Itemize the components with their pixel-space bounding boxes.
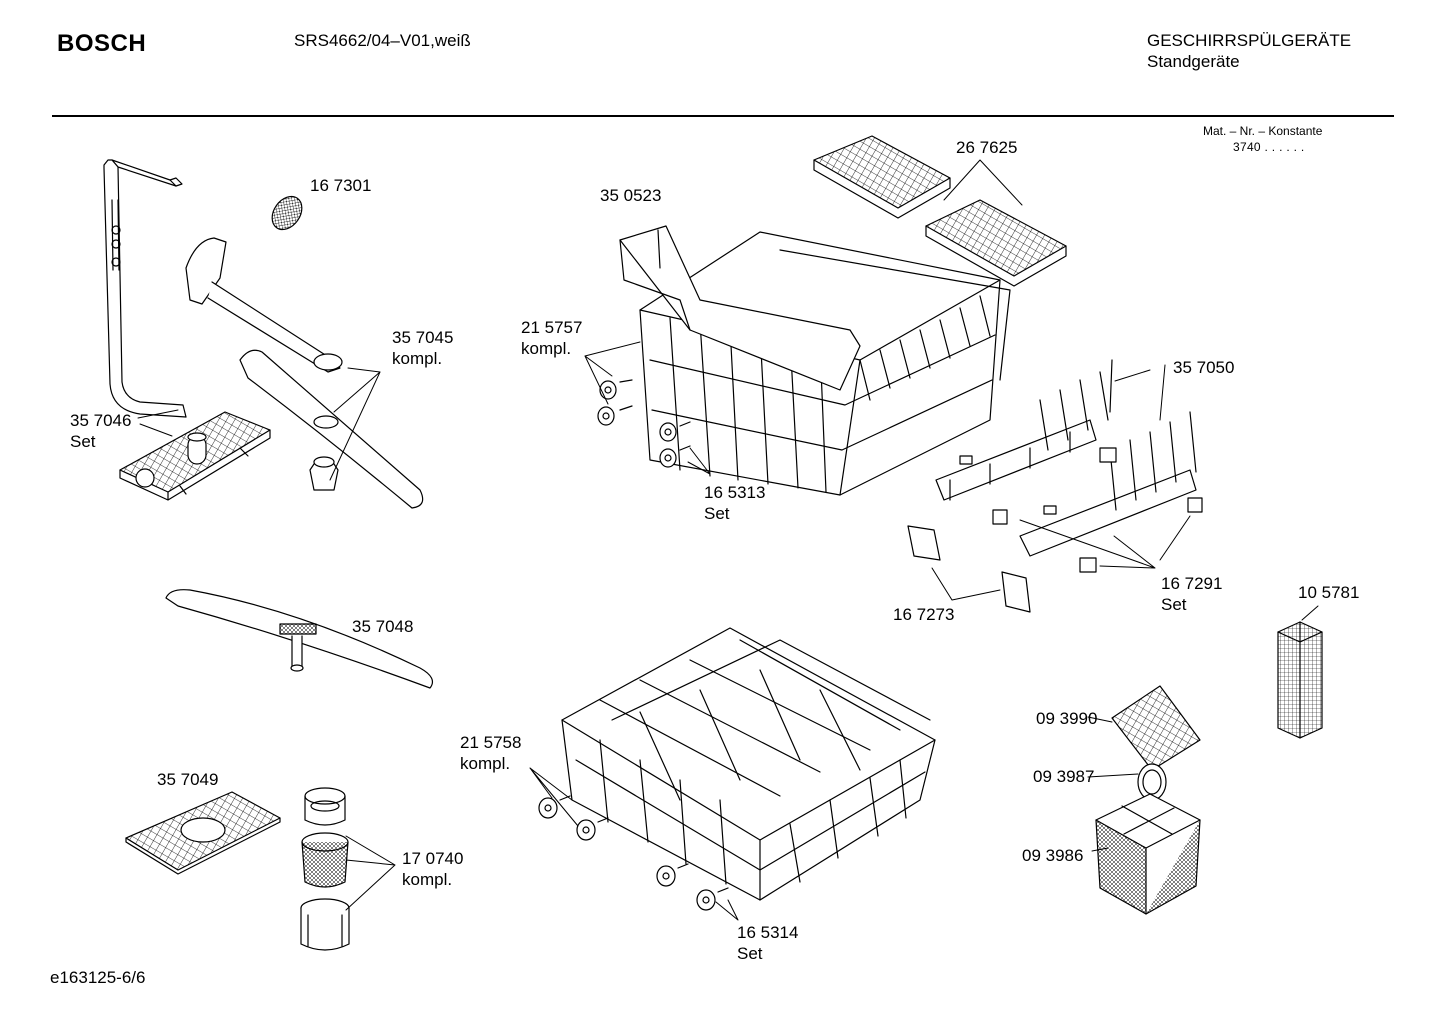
drawing-id: e163125-6/6 (50, 968, 146, 987)
part-number: 16 5313 (704, 483, 766, 502)
part-357048: 35 7048 (352, 616, 413, 637)
part-number: 09 3987 (1033, 767, 1095, 786)
header-divider (52, 115, 1394, 117)
supply-pipe-drawing (104, 160, 186, 417)
constant-value: 3740 . . . . . . (1233, 140, 1305, 154)
tine-racks-drawing (908, 360, 1202, 612)
brand-logo: BOSCH (57, 30, 147, 57)
part-357049: 35 7049 (157, 769, 218, 790)
part-number: 16 7301 (310, 176, 372, 195)
part-number: 09 3990 (1036, 709, 1098, 728)
part-357050: 35 7050 (1173, 357, 1234, 378)
cutlery-basket-drawing (1096, 794, 1200, 914)
part-note: kompl. (402, 870, 453, 889)
part-number: 21 5758 (460, 733, 522, 752)
part-167273: 16 7273 (893, 604, 954, 625)
part-350523: 35 0523 (600, 185, 661, 206)
part-note: kompl. (460, 754, 511, 773)
part-093987: 09 3987 (1033, 766, 1094, 787)
part-number: 35 0523 (600, 186, 662, 205)
part-105781: 10 5781 (1298, 582, 1359, 603)
category-subtitle: Standgeräte (1147, 52, 1240, 71)
part-number: 09 3986 (1022, 846, 1084, 865)
upper-rollers-drawing (598, 380, 690, 467)
part-170740: 17 0740 kompl. (402, 848, 463, 890)
part-215758: 21 5758 kompl. (460, 732, 521, 774)
part-357045: 35 7045 kompl. (392, 327, 453, 369)
upper-spray-arm-drawing (186, 238, 423, 508)
upper-basket-drawing (620, 226, 1010, 495)
filter-housing-drawing (120, 412, 270, 500)
part-093986: 09 3986 (1022, 845, 1083, 866)
part-number: 10 5781 (1298, 583, 1360, 602)
part-number: 35 7049 (157, 770, 219, 789)
part-number: 35 7045 (392, 328, 454, 347)
category-title: GESCHIRRSPÜLGERÄTE (1147, 31, 1352, 50)
part-note: Set (70, 432, 96, 451)
part-number: 21 5757 (521, 318, 583, 337)
cup-racks-drawing (814, 136, 1066, 286)
part-note: Set (737, 944, 763, 963)
model-number: SRS4662/04–V01,weiß (294, 31, 471, 50)
part-note: kompl. (521, 339, 572, 358)
part-number: 35 7048 (352, 617, 414, 636)
part-267625: 26 7625 (956, 137, 1017, 158)
part-note: Set (1161, 595, 1187, 614)
part-number: 17 0740 (402, 849, 464, 868)
filter-set-drawing (301, 788, 349, 950)
part-note: kompl. (392, 349, 443, 368)
part-number: 35 7046 (70, 411, 132, 430)
part-167301: 16 7301 (310, 175, 371, 196)
cutlery-column-drawing (1278, 622, 1322, 738)
part-number: 16 5314 (737, 923, 799, 942)
part-093990: 09 3990 (1036, 708, 1097, 729)
part-number: 35 7050 (1173, 358, 1235, 377)
part-number: 26 7625 (956, 138, 1018, 157)
leader-lines (138, 160, 1318, 920)
lower-rollers-drawing (539, 796, 728, 910)
lower-basket-drawing (562, 628, 935, 900)
part-number: 16 7291 (1161, 574, 1223, 593)
part-number: 16 7273 (893, 605, 955, 624)
part-215757: 21 5757 kompl. (521, 317, 582, 359)
constant-label: Mat. – Nr. – Konstante (1203, 124, 1323, 138)
cutlery-lid-drawing (1112, 686, 1200, 770)
lower-spray-arm-drawing (166, 590, 432, 688)
filter-plate-drawing (126, 792, 280, 874)
nozzle-plug-drawing (266, 191, 308, 235)
part-note: Set (704, 504, 730, 523)
